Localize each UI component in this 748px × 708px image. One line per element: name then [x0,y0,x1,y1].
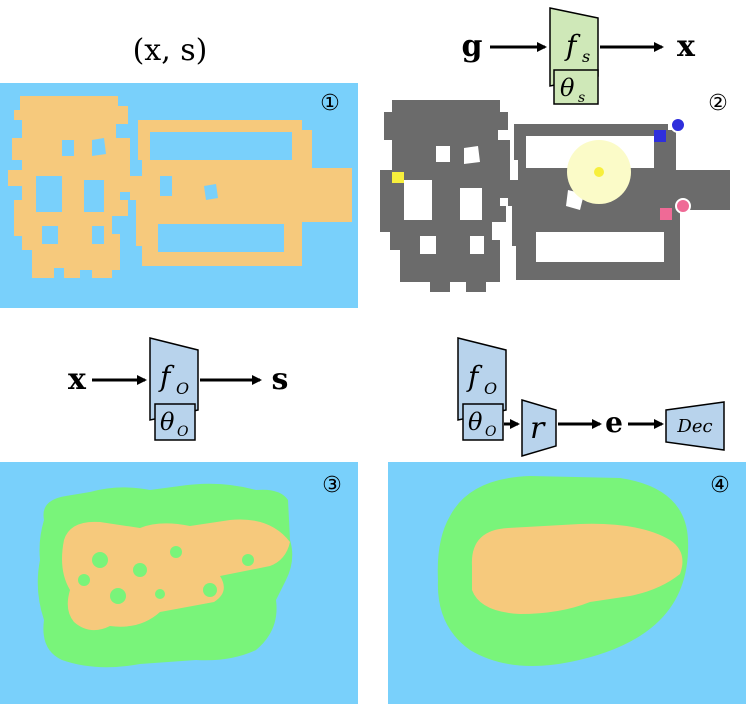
panel-1: (x, s) ① [0,33,358,308]
panel-2-output-x: x [677,29,696,64]
panel-2-module-subscript: s [582,47,590,66]
panel-2-pink-square [660,208,672,220]
panel-2: g f s θ s x ② [380,7,730,292]
panel-4: f O θ O r e Dec ④ [388,337,746,704]
panel-2-param-subscript: s [578,90,585,106]
panel-3-module-subscript: O [176,379,189,398]
panel-3-param-subscript: O [177,424,189,440]
panel-3-input-x: x [68,362,87,397]
panel-4-encoder-module [457,337,507,421]
panel-1-walls [36,132,292,252]
panel-4-r-label: r [530,411,546,446]
panel-4-decoder-label: Dec [676,416,712,437]
panel-2-param-label: θ [560,74,575,102]
panel-4-decoder-module [665,401,725,451]
panel-4-param-label: θ [468,408,483,436]
panel-2-yellow-dot [594,167,604,177]
panel-1-title: (x, s) [133,33,208,68]
panel-3-param-label: θ [160,408,175,436]
panel-1-badge: ① [320,91,340,116]
panel-4-module-subscript: O [484,379,497,398]
panel-2-yellow-square [392,172,404,183]
panel-3-badge: ③ [322,473,342,498]
panel-4-param-box [462,403,504,441]
panel-4-param-subscript: O [485,424,497,440]
panel-3-encoder-module [149,337,199,421]
panel-3: x f O θ O s ③ [0,337,358,704]
panel-3-output-s: s [272,362,289,397]
panel-4-embedding-e: e [605,406,623,439]
panel-2-input-g: g [462,29,483,64]
panel-2-blue-square [654,130,666,142]
panel-3-noise-holes [78,546,254,604]
panel-2-badge: ② [708,91,728,116]
panel-4-orange-region [471,523,683,614]
panel-3-param-box [154,403,196,441]
panel-4-r-module [521,398,557,458]
panel-2-pink-dot [675,198,691,214]
panel-2-blue-dot [670,117,686,133]
panel-2-param-box [553,69,599,105]
panel-4-badge: ④ [710,473,730,498]
